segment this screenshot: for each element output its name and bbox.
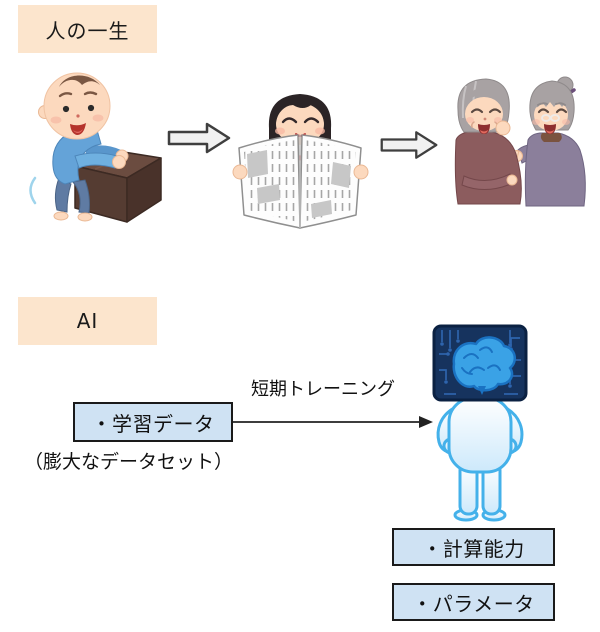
ai-section-label: AI: [18, 297, 157, 345]
compute-power-box: ・計算能力: [392, 528, 555, 566]
elderly-women-talking-illustration: [454, 76, 586, 207]
baby-pushing-box-illustration: [29, 72, 162, 223]
stage-arrow-icon: [380, 131, 438, 159]
training-arrow-icon: [233, 416, 433, 428]
training-arrow-label: 短期トレーニング: [251, 379, 395, 400]
learning-data-box: ・学習データ: [73, 402, 233, 442]
parameter-box: ・パラメータ: [392, 583, 555, 621]
woman-reading-newspaper-illustration: [232, 94, 369, 229]
ai-humanoid-circuit-brain-illustration: [432, 324, 528, 522]
human-life-section-label: 人の一生: [18, 5, 157, 53]
dataset-note: （膨大なデータセット）: [24, 451, 234, 473]
stage-arrow-icon: [167, 122, 231, 154]
